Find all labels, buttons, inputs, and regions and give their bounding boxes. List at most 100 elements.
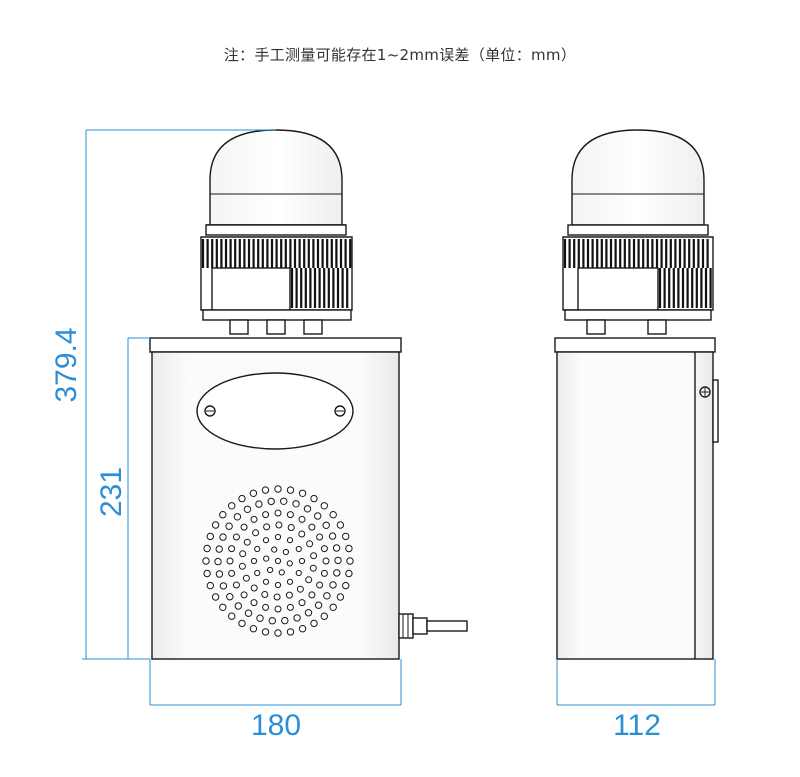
side-ribbed-ring xyxy=(562,236,714,311)
grille-hole xyxy=(262,511,270,519)
grille-hole xyxy=(232,581,240,589)
grille-hole xyxy=(332,544,341,552)
grille-hole xyxy=(320,612,328,620)
grille-hole xyxy=(211,521,220,529)
front-dome xyxy=(209,129,343,226)
grille-hole xyxy=(249,625,258,633)
grille-hole xyxy=(329,603,337,611)
grille-hole xyxy=(298,599,306,607)
grille-hole xyxy=(298,530,306,538)
speaker-grille xyxy=(202,485,354,637)
grille-hole xyxy=(267,497,275,506)
grille-hole xyxy=(310,619,318,628)
grille-hole xyxy=(252,529,260,537)
grille-hole xyxy=(267,566,274,574)
grille-hole xyxy=(215,570,224,578)
grille-hole xyxy=(226,593,234,601)
grille-hole xyxy=(250,515,258,523)
grille-hole xyxy=(305,576,313,584)
grille-hole xyxy=(323,592,331,600)
box-height-label: 231 xyxy=(95,467,128,517)
grille-hole xyxy=(238,619,246,628)
grille-hole xyxy=(234,602,243,610)
side-connector-right xyxy=(647,319,667,335)
grille-hole xyxy=(286,537,294,544)
grille-hole xyxy=(274,629,282,637)
front-nameplate xyxy=(196,372,354,450)
front-connector-right xyxy=(303,319,323,335)
grille-hole xyxy=(240,591,248,599)
side-connector-left xyxy=(586,319,606,335)
grille-hole xyxy=(203,569,211,578)
grille-hole xyxy=(316,533,324,541)
grille-hole xyxy=(243,538,251,546)
grille-hole xyxy=(320,502,328,510)
side-latch xyxy=(712,379,719,443)
grille-hole xyxy=(261,486,270,494)
grille-hole xyxy=(274,581,282,589)
grille-hole xyxy=(239,550,247,558)
grille-hole xyxy=(314,601,323,609)
grille-hole xyxy=(228,545,236,553)
grille-hole xyxy=(303,505,312,513)
grille-hole xyxy=(228,502,236,510)
grille-hole xyxy=(342,581,350,590)
grille-hole xyxy=(280,497,288,505)
grille-hole xyxy=(274,557,282,565)
grille-hole xyxy=(274,605,282,613)
grille-hole xyxy=(286,578,294,585)
grille-hole xyxy=(322,521,330,529)
grille-hole xyxy=(281,616,289,625)
cable-gland xyxy=(398,613,468,639)
grille-hole xyxy=(206,532,215,541)
grille-hole xyxy=(314,512,322,520)
grille-hole xyxy=(238,494,246,503)
grille-hole xyxy=(240,523,248,531)
grille-hole xyxy=(306,540,314,548)
grille-hole xyxy=(310,552,318,560)
grille-hole xyxy=(286,511,294,519)
grille-hole xyxy=(262,578,270,585)
grille-hole xyxy=(346,557,354,565)
front-connector-left xyxy=(229,319,249,335)
grille-hole xyxy=(298,625,307,633)
side-dome xyxy=(571,129,705,226)
grille-hole xyxy=(273,593,281,601)
grille-hole xyxy=(293,614,301,622)
grille-hole xyxy=(262,603,270,611)
grille-hole xyxy=(286,486,295,494)
dimension-lines xyxy=(82,129,716,706)
grille-hole xyxy=(285,591,293,599)
front-ribbed-ring xyxy=(200,236,353,311)
front-connector-mid xyxy=(266,319,286,335)
grille-hole xyxy=(256,614,264,622)
grille-hole xyxy=(244,609,253,617)
grille-hole xyxy=(336,593,345,601)
grille-hole xyxy=(310,494,318,503)
grille-hole xyxy=(304,609,313,617)
grille-hole xyxy=(309,564,317,572)
grille-hole xyxy=(211,593,220,601)
grille-hole xyxy=(226,557,234,565)
grille-hole xyxy=(345,544,353,553)
side-width-label: 112 xyxy=(613,709,661,742)
grille-hole xyxy=(261,628,270,636)
grille-hole xyxy=(228,612,236,620)
grille-hole xyxy=(295,545,302,553)
grille-hole xyxy=(263,555,270,562)
grille-hole xyxy=(316,581,324,589)
grille-hole xyxy=(225,522,233,530)
grille-hole xyxy=(263,523,271,531)
grille-hole xyxy=(254,545,261,553)
grille-hole xyxy=(271,546,278,553)
grille-hole xyxy=(292,500,300,508)
grille-hole xyxy=(322,557,330,565)
grille-hole xyxy=(275,521,283,529)
grille-hole xyxy=(274,509,282,517)
grille-hole xyxy=(202,557,210,565)
grille-hole xyxy=(233,513,242,521)
grille-hole xyxy=(282,548,289,556)
grille-hole xyxy=(329,511,337,519)
